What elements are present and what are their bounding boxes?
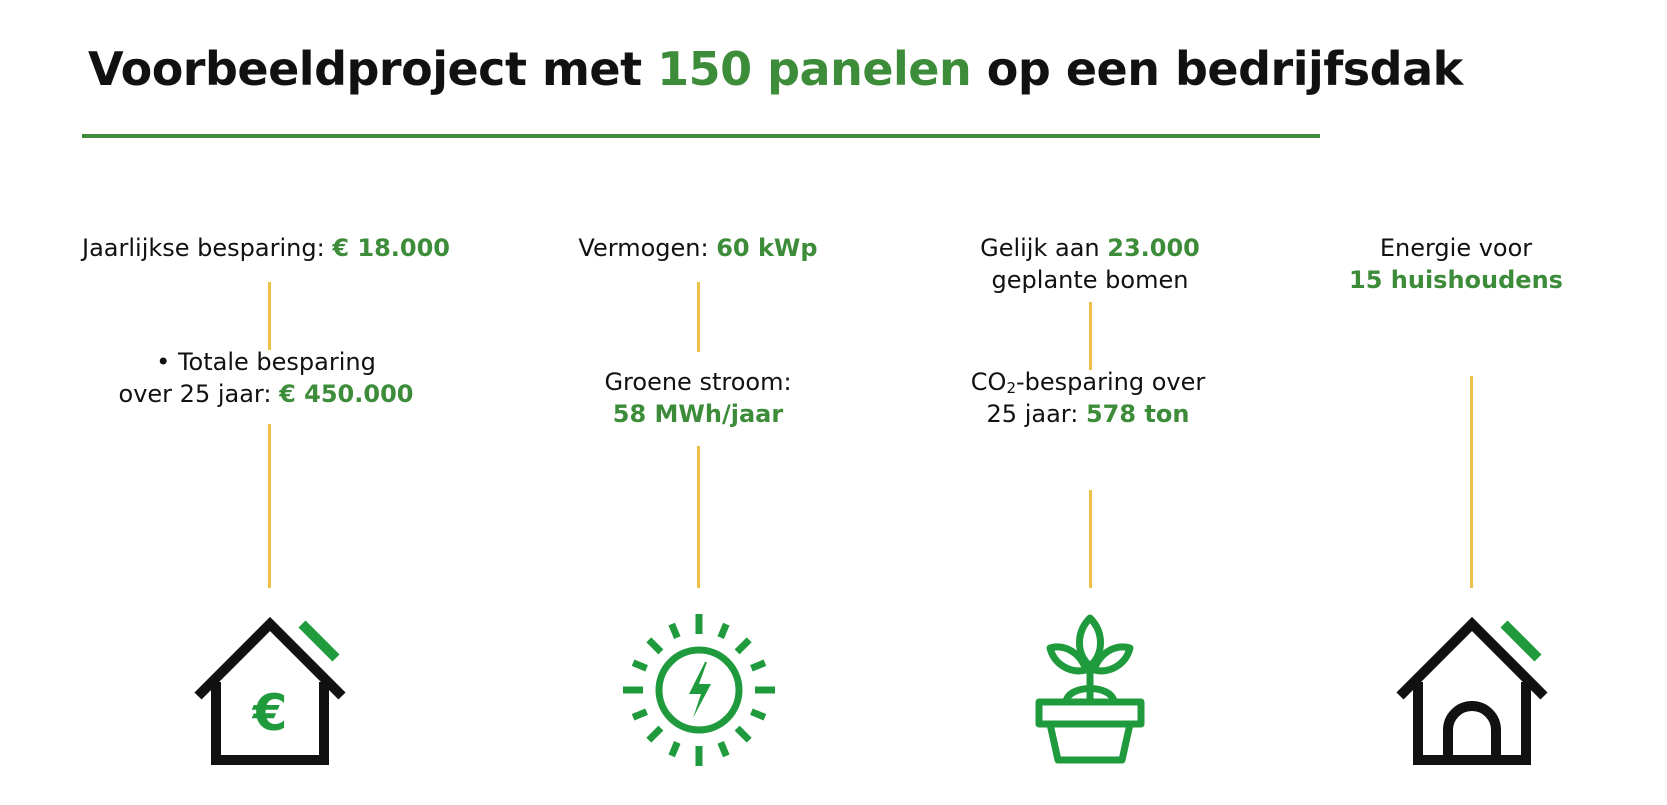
annual-savings-label: Jaarlijkse besparing: € 18.000 <box>82 234 450 262</box>
capacity-label: Vermogen: 60 kWp <box>578 234 818 262</box>
title-highlight: 150 panelen <box>657 42 972 96</box>
green-power-value: 58 MWh/jaar <box>612 400 784 428</box>
house-euro-icon: € <box>194 616 346 765</box>
total-savings-value: € 450.000 <box>279 380 414 408</box>
annual-savings-value: € 18.000 <box>332 234 450 262</box>
green-power-label: Groene stroom:58 MWh/jaar <box>604 368 792 428</box>
trees-value: 23.000 <box>1107 234 1200 262</box>
capacity-value: 60 kWp <box>716 234 818 262</box>
connector-line <box>1089 490 1092 588</box>
co2-savings-value: 578 ton <box>1085 400 1190 428</box>
potted-plant-icon <box>1035 614 1145 764</box>
title-underline <box>82 134 1320 138</box>
connector-line <box>1470 376 1473 588</box>
sun-lightning-icon <box>623 614 775 766</box>
svg-text:€: € <box>252 684 288 742</box>
page-title: Voorbeeldproject met 150 panelen op een … <box>88 42 1463 96</box>
connector-line <box>268 282 271 350</box>
connector-line <box>268 424 271 588</box>
connector-line <box>697 446 700 588</box>
connector-line <box>697 282 700 352</box>
households-value: 15 huishoudens <box>1349 266 1563 294</box>
house-icon <box>1396 616 1548 765</box>
connector-line <box>1089 302 1092 370</box>
title-text-end: op een bedrijfsdak <box>971 42 1463 96</box>
title-text: Voorbeeldproject met <box>88 42 658 96</box>
